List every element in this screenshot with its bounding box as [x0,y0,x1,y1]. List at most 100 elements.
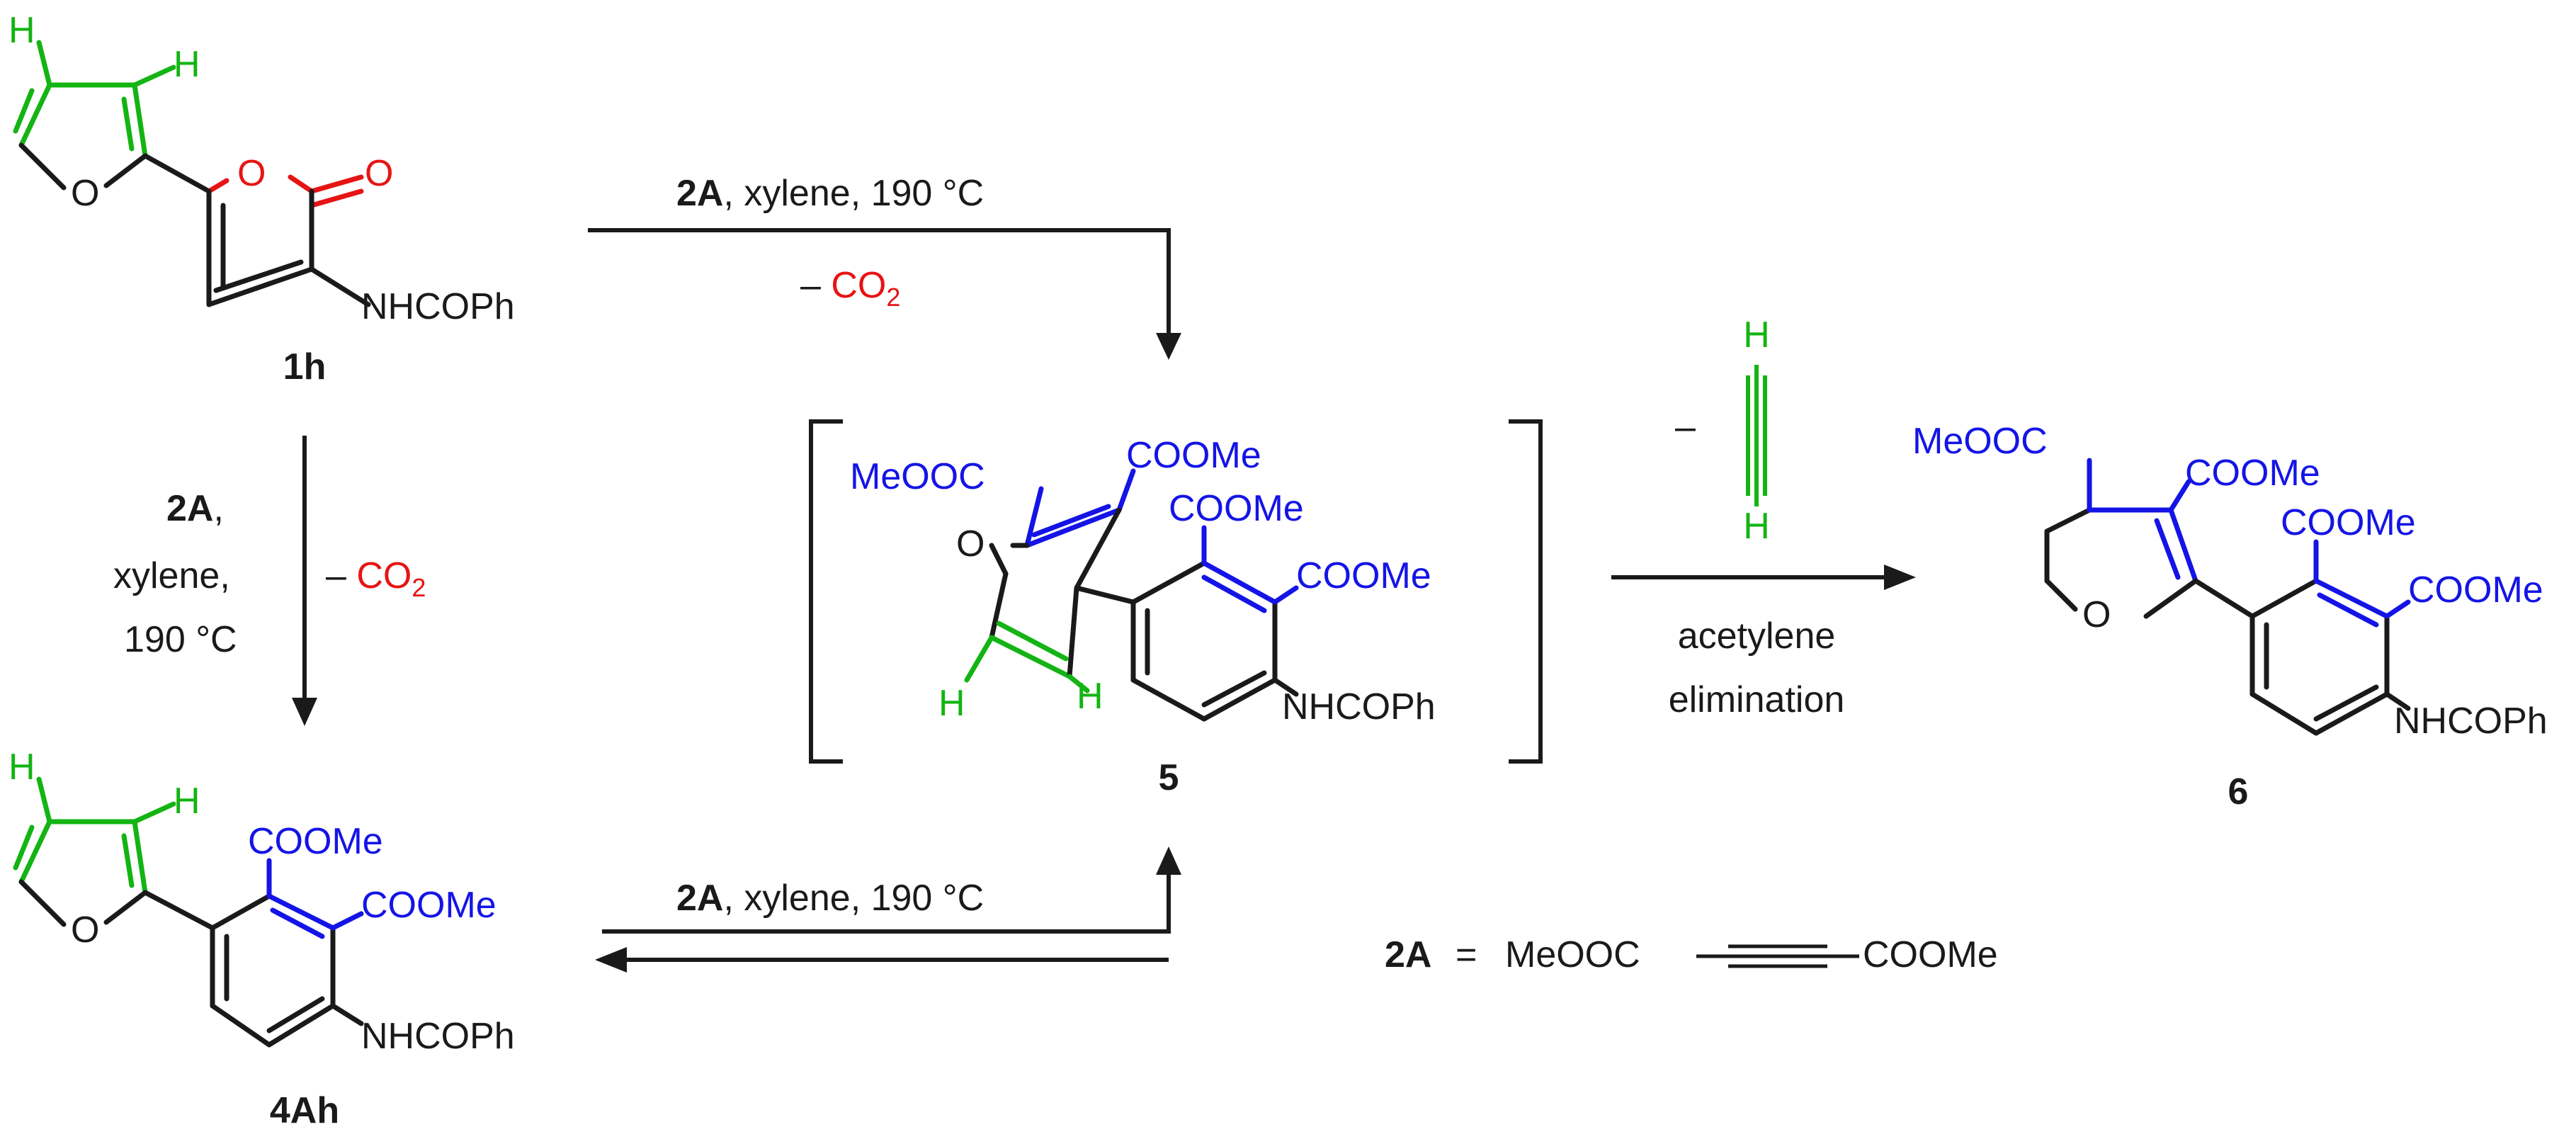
h-bond [36,776,52,824]
ester-label: COOMe [2185,453,2320,494]
ester-label: COOMe [1296,555,1431,596]
substituent-label: NHCOPh [361,1016,515,1057]
ring-bond [288,174,314,194]
ring-bond [206,178,229,194]
compound-id-4Ah: 4Ah [270,1090,339,1131]
reagent-label: 2A [676,878,723,919]
arrow-top [588,228,1171,340]
minus-sign: – [800,265,831,306]
triple-bond [1696,944,1859,968]
ester-label: COOMe [361,885,497,926]
bond [1130,560,1207,605]
bond [2313,691,2390,736]
furan-double-bond [121,96,135,152]
furan-bond [18,142,67,191]
bond [1024,507,1122,548]
ring-bond [142,153,212,194]
atom-h: H [174,44,200,85]
bond [1272,677,1299,697]
bond [2044,578,2078,612]
bond [2313,578,2390,619]
bond [1067,585,1079,679]
bond [2143,578,2198,619]
bond [142,890,215,931]
arrow-bottom-forward [602,868,1171,934]
bracket-right [1509,419,1543,764]
atom-h: H [1743,506,1770,547]
atom-o: O [956,523,985,565]
double-bond [270,907,325,939]
arrow-head [1884,565,1916,590]
atom-o: O [237,153,266,194]
acetylene-structure [1746,365,1767,506]
bond [1074,507,1122,591]
legend-reagent: 2A [1385,934,1431,975]
ester-label: COOMe [1169,488,1304,529]
reagent-label: 2A [676,173,723,214]
double-bond [1201,670,1267,708]
arrow-head [595,947,627,973]
bond [1024,486,1044,548]
ester-label: COOMe [1126,435,1261,476]
ester-label: COOMe [248,821,383,862]
bond [330,1003,364,1026]
atom-h: H [1077,676,1103,717]
substituent-label: NHCOPh [2394,701,2548,742]
furan-bond [18,879,67,927]
arrow-head [1156,333,1181,360]
sub-bond [309,266,371,307]
h-bond [36,40,52,88]
legend-left-ester: MeOOC [1505,934,1640,975]
conditions-left-temp: 190 °C [124,619,237,660]
ring-double-bond [213,259,304,293]
atom-h: H [8,747,35,788]
furan-bond [103,890,148,925]
ester-label: MeOOC [1912,421,2048,462]
bond [210,1003,272,1048]
double-bond [996,620,1069,662]
bond [266,893,336,931]
carbonyl-bond [309,174,364,194]
carbonyl-bond [309,188,364,208]
conditions-left-solvent: xylene, [113,555,230,596]
subscript: 2 [412,573,426,602]
legend-equals: = [1456,934,1477,975]
compound-id-5: 5 [1159,757,1179,798]
bond [2384,691,2411,711]
atom-h: H [938,683,965,724]
furan-bond [18,82,52,148]
elimination-label: elimination [1669,679,1845,720]
bond [266,1003,336,1048]
bond [2168,507,2198,584]
bond [330,911,364,931]
bond [989,635,1072,679]
atom-h: H [1743,314,1770,356]
reagent-label: 2A [166,488,213,529]
loss-co2-left: – CO2 [326,555,426,602]
minus-sign: – [326,555,356,596]
bond [1272,585,1299,605]
bracket-left [809,419,843,764]
double-bond [266,996,325,1033]
furan-bond [103,153,148,188]
compound-1h [13,40,371,307]
double-bond [2154,518,2181,580]
co2-label: CO [831,265,886,306]
legend-right-ester: COOMe [1863,934,1998,975]
arrow-head [292,698,317,726]
atom-o: O [365,153,393,194]
conditions-text: , xylene, 190 °C [723,878,984,919]
h-bond [132,801,176,824]
bond [1201,560,1278,605]
double-bond [2313,684,2379,722]
ester-label: COOMe [2408,570,2543,611]
atom-o: O [2082,594,2111,635]
atom-o: O [71,173,99,214]
furan-double-bond [121,833,135,888]
conditions-text: , xylene, 190 °C [723,173,984,214]
double-bond [1031,504,1111,538]
compound-4Ah [13,776,364,1048]
furan-bond [132,819,148,895]
bond [1074,585,1136,605]
h-bond [964,635,994,683]
